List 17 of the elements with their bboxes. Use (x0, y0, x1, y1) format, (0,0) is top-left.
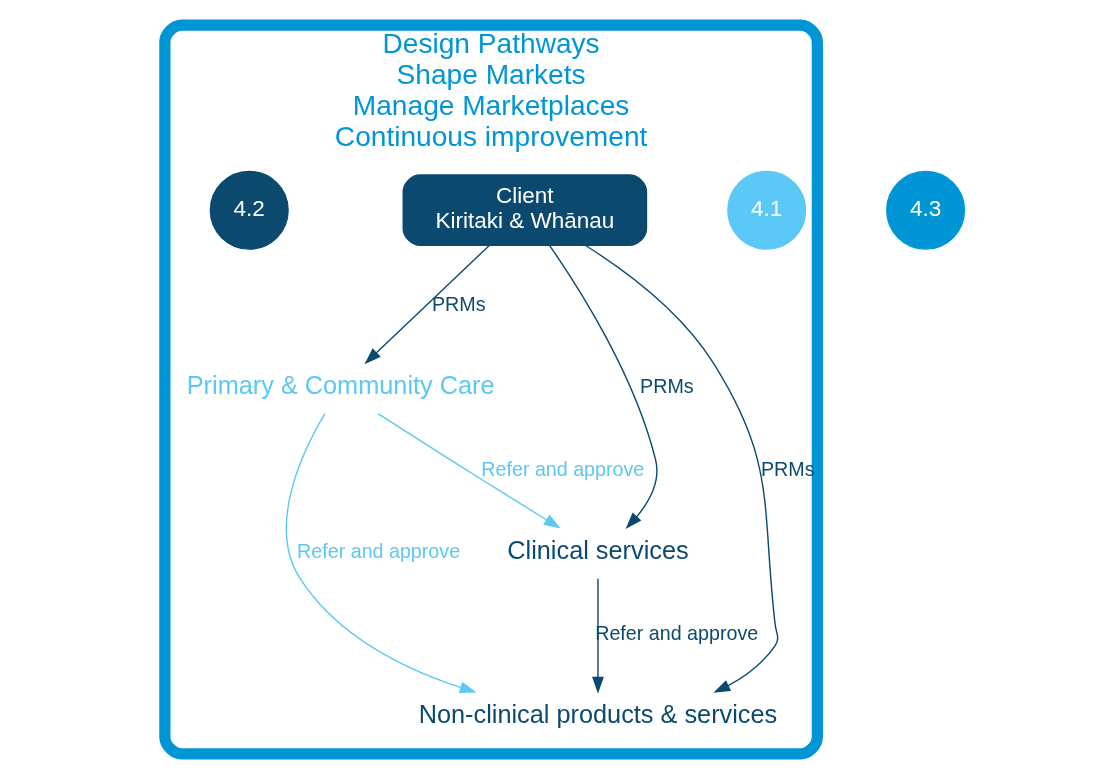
arrow (285, 412, 477, 694)
edge-label: PRMs (431, 293, 486, 316)
arrow (377, 413, 561, 529)
node-text: Non-clinical products & services (418, 700, 777, 729)
arrow (591, 578, 604, 694)
edge-label: PRMs (639, 375, 694, 398)
node-text: Clinical services (506, 535, 689, 564)
arrow (363, 244, 490, 365)
node-text: Primary & Community Care (186, 371, 495, 400)
edge-label: Refer and approve (296, 539, 460, 562)
arrow (548, 244, 658, 529)
node-box: Client Kiritaki & Whānau (402, 174, 647, 247)
edge-label: Refer and approve (480, 457, 644, 480)
node-circle: 4.3 (885, 170, 965, 250)
node-circle: 4.2 (209, 170, 289, 250)
arrow (584, 244, 778, 693)
node-circle: 4.1 (726, 170, 806, 250)
